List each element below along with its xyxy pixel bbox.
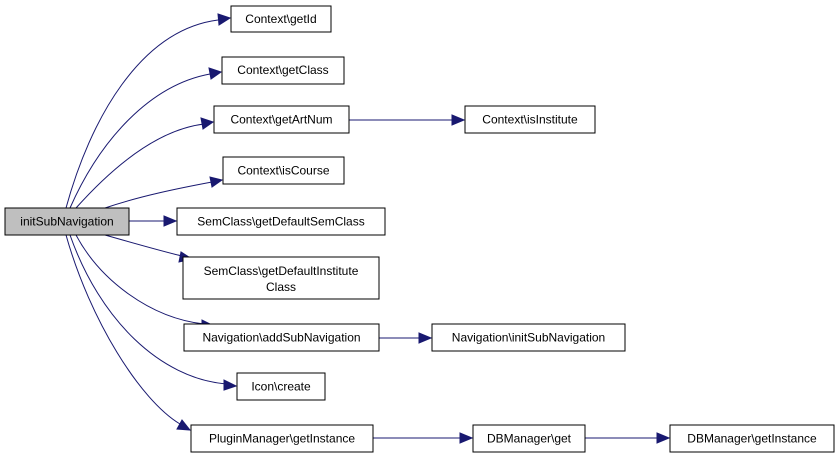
node-context-iscourse[interactable]: Context\isCourse bbox=[222, 156, 345, 185]
arrow-head-context-getartnum bbox=[200, 117, 215, 130]
node-pluginmanager-getinstance[interactable]: PluginManager\getInstance bbox=[190, 424, 374, 453]
arrow-head-pluginmanager-getinstance bbox=[176, 419, 192, 431]
edge-root-to-context-iscourse bbox=[104, 181, 213, 209]
edge-root-to-context-getid bbox=[65, 19, 219, 209]
node-root[interactable]: initSubNavigation bbox=[4, 207, 130, 236]
node-label-semclass-getdefaultinstituteclass-line2: Class bbox=[266, 280, 296, 294]
node-dbmanager-get[interactable]: DBManager\get bbox=[472, 424, 586, 453]
node-label-context-getclass: Context\getClass bbox=[237, 63, 328, 77]
edge-root-to-context-getartnum bbox=[75, 123, 205, 209]
node-dbmanager-getinstance[interactable]: DBManager\getInstance bbox=[669, 424, 835, 453]
node-context-getid[interactable]: Context\getId bbox=[230, 5, 332, 33]
node-label-context-iscourse: Context\isCourse bbox=[237, 164, 329, 178]
arrow-head-dbmanager-getinstance bbox=[656, 432, 671, 444]
node-navigation-initsubnavigation[interactable]: Navigation\initSubNavigation bbox=[431, 323, 626, 352]
node-label-dbmanager-getinstance: DBManager\getInstance bbox=[687, 432, 817, 446]
node-label-context-getartnum: Context\getArtNum bbox=[230, 113, 332, 127]
arrow-head-dbmanager-get bbox=[459, 432, 474, 444]
node-navigation-addsubnavigation[interactable]: Navigation\addSubNavigation bbox=[183, 323, 380, 352]
node-label-dbmanager-get: DBManager\get bbox=[487, 432, 572, 446]
node-context-isinstitute[interactable]: Context\isInstitute bbox=[464, 105, 596, 134]
edge-root-to-context-getclass bbox=[69, 73, 211, 209]
node-label-root: initSubNavigation bbox=[20, 215, 113, 229]
arrow-head-semclass-getdefaultsemclass bbox=[163, 215, 178, 227]
node-label-semclass-getdefaultinstituteclass-line1: SemClass\getDefaultInstitute bbox=[204, 264, 359, 278]
node-label-pluginmanager-getinstance: PluginManager\getInstance bbox=[209, 432, 355, 446]
node-label-context-getid: Context\getId bbox=[245, 12, 316, 26]
edge-root-to-pluginmanager-getinstance bbox=[65, 234, 181, 425]
arrow-head-context-getclass bbox=[208, 67, 223, 80]
arrow-head-context-iscourse bbox=[209, 176, 224, 188]
node-context-getartnum[interactable]: Context\getArtNum bbox=[213, 105, 350, 134]
node-semclass-getdefaultinstituteclass[interactable]: SemClass\getDefaultInstitute Class bbox=[182, 256, 380, 300]
arrow-head-icon-create bbox=[223, 379, 238, 391]
node-label-semclass-getdefaultsemclass: SemClass\getDefaultSemClass bbox=[197, 215, 364, 229]
node-label-navigation-initsubnavigation: Navigation\initSubNavigation bbox=[452, 331, 605, 345]
node-label-icon-create: Icon\create bbox=[251, 380, 311, 394]
edge-root-to-icon-create bbox=[69, 234, 227, 385]
node-semclass-getdefaultsemclass[interactable]: SemClass\getDefaultSemClass bbox=[176, 207, 386, 236]
edge-root-to-navigation-addsubnavigation bbox=[75, 234, 205, 325]
node-icon-create[interactable]: Icon\create bbox=[236, 372, 326, 401]
arrow-head-context-getid bbox=[217, 13, 232, 26]
arrow-head-context-isinstitute bbox=[451, 114, 466, 126]
arrow-head-navigation-initsubnavigation bbox=[418, 332, 433, 344]
node-label-navigation-addsubnavigation: Navigation\addSubNavigation bbox=[202, 331, 360, 345]
node-context-getclass[interactable]: Context\getClass bbox=[221, 56, 345, 85]
edge-root-to-semclass-getdefaultinstituteclass bbox=[104, 234, 183, 257]
node-label-context-isinstitute: Context\isInstitute bbox=[482, 113, 578, 127]
